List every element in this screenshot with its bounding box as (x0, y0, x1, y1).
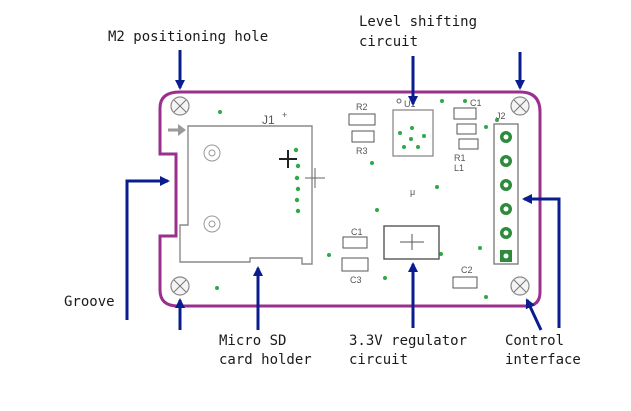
resistor-r2-upper (348, 113, 376, 126)
control-interface-header (493, 123, 519, 265)
silk-mu-mark: μ (410, 187, 415, 197)
silk-c1-top: C1 (470, 98, 482, 108)
label-micro-sd-line1: Micro SD (219, 333, 287, 349)
capacitor-c3 (341, 257, 369, 272)
label-level-shifting-line2: circuit (359, 34, 419, 50)
silk-j1: J1 (262, 113, 275, 127)
silk-l1: L1 (454, 163, 464, 173)
label-m2-positioning-hole: M2 positioning hole (108, 29, 269, 45)
sd-signal-pads (293, 147, 301, 214)
silk-plus-j1: + (282, 110, 287, 120)
positioning-hole-bottom-right (510, 276, 530, 296)
card-insert-arrow-icon (168, 124, 186, 136)
label-control-line1: Control (505, 333, 565, 349)
board-outline (158, 90, 542, 308)
label-groove: Groove (64, 294, 115, 310)
positioning-hole-top-left (170, 96, 190, 116)
crosshair-icon (279, 150, 325, 188)
u1-pads (398, 126, 426, 149)
silk-r2: R2 (356, 102, 368, 112)
silk-r1: R1 (454, 153, 466, 163)
micro-sd-card-holder (179, 125, 313, 265)
sd-mount-hole-lower (203, 215, 221, 233)
label-level-shifting-line1: Level shifting (359, 14, 478, 30)
sd-mount-hole-upper (203, 144, 221, 162)
arrow-bottom-right-hole (525, 298, 543, 331)
capacitor-small-1 (456, 123, 477, 135)
resistor-r1 (458, 138, 479, 150)
silk-c1-mid: C1 (351, 227, 363, 237)
silk-c3: C3 (350, 275, 362, 285)
label-regulator-line2: circuit (349, 352, 409, 368)
silk-c2: C2 (461, 265, 473, 275)
capacitor-c2 (452, 276, 478, 289)
arrow-groove (125, 176, 170, 320)
label-control-line2: interface (505, 352, 581, 368)
label-micro-sd-line2: card holder (219, 352, 312, 368)
arrow-control-interface (522, 194, 561, 328)
resistor-r2-lower (351, 130, 375, 143)
u1-pin1-marker (396, 98, 402, 104)
board-vias (215, 99, 499, 299)
positioning-hole-top-right (510, 96, 530, 116)
positioning-hole-bottom-left (170, 276, 190, 296)
regulator-3v3 (383, 225, 440, 260)
level-shifter-ic-u1 (392, 109, 434, 157)
label-regulator-line1: 3.3V regulator (349, 333, 468, 349)
capacitor-c1-mid (342, 236, 368, 249)
silk-r3: R3 (356, 146, 368, 156)
capacitor-c1-top (453, 107, 477, 120)
header-pins (500, 131, 512, 262)
silk-j2: J2 (496, 111, 506, 121)
